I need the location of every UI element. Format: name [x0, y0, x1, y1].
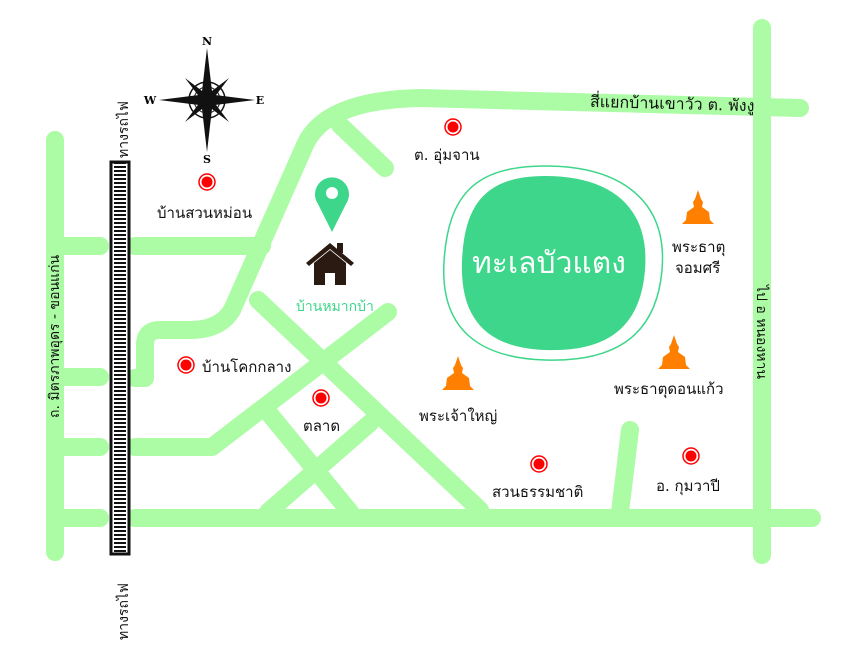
place-label: อ. กุมวาปี: [656, 477, 720, 495]
place-label: บ้านโคกกลาง: [202, 358, 292, 376]
temple-label: จอมศรี: [675, 259, 721, 277]
lake: [443, 165, 664, 361]
roads: [46, 19, 821, 564]
marker-icon: [682, 447, 700, 465]
buddha-icon: [658, 335, 690, 369]
compass-w: W: [143, 94, 157, 107]
road-top-label: สี่แยกบ้านเขาวัว ต. พังงู: [589, 91, 755, 116]
place-label: ตลาด: [303, 417, 341, 435]
road-diagonal: [249, 291, 489, 519]
road-right-label: ไป อ หนองหาน: [753, 285, 769, 379]
road-spur: [331, 116, 394, 177]
road-diagonal: [126, 303, 397, 456]
railway-label-top: ทางรถไฟ: [116, 101, 132, 158]
road-diagonal: [259, 403, 359, 521]
marker-icon: [198, 173, 216, 191]
road-spur: [611, 421, 639, 521]
temple-label: พระเจ้าใหญ่: [419, 407, 498, 425]
buddha-icon: [442, 356, 474, 390]
temples: [442, 190, 714, 390]
home-label: บ้านหมากบ้า: [296, 299, 374, 315]
marker-icon: [444, 118, 462, 136]
marker-icon: [530, 455, 548, 473]
temple-label: พระธาตุ: [672, 238, 726, 256]
buddha-icon: [682, 190, 714, 224]
railway: [109, 160, 131, 556]
lake-label: ทะเลบัวแตง: [472, 246, 626, 281]
road-bend: [126, 301, 241, 387]
compass-n: N: [202, 35, 212, 48]
house-icon: [306, 243, 354, 285]
location-pin-icon: [315, 177, 349, 232]
temple-label: พระธาตุดอนแก้ว: [614, 380, 724, 398]
railway-label-bottom: ทางรถไฟ: [116, 583, 132, 640]
road-top: [223, 89, 809, 319]
compass-s: S: [203, 153, 211, 166]
road-left-label: ถ. มิตรภาพอุดร - ขอนแก่น: [47, 254, 63, 418]
place-label: ต. อุ่มจาน: [414, 146, 480, 164]
compass-rose-icon: N S W E: [143, 35, 264, 166]
marker-icon: [177, 356, 195, 374]
road-diagonal: [259, 414, 379, 521]
markers: [177, 118, 700, 473]
place-label: สวนธรรมชาติ: [492, 483, 584, 501]
marker-icon: [312, 389, 330, 407]
compass-e: E: [256, 94, 264, 107]
place-label: บ้านสวนหม่อน: [157, 204, 253, 222]
